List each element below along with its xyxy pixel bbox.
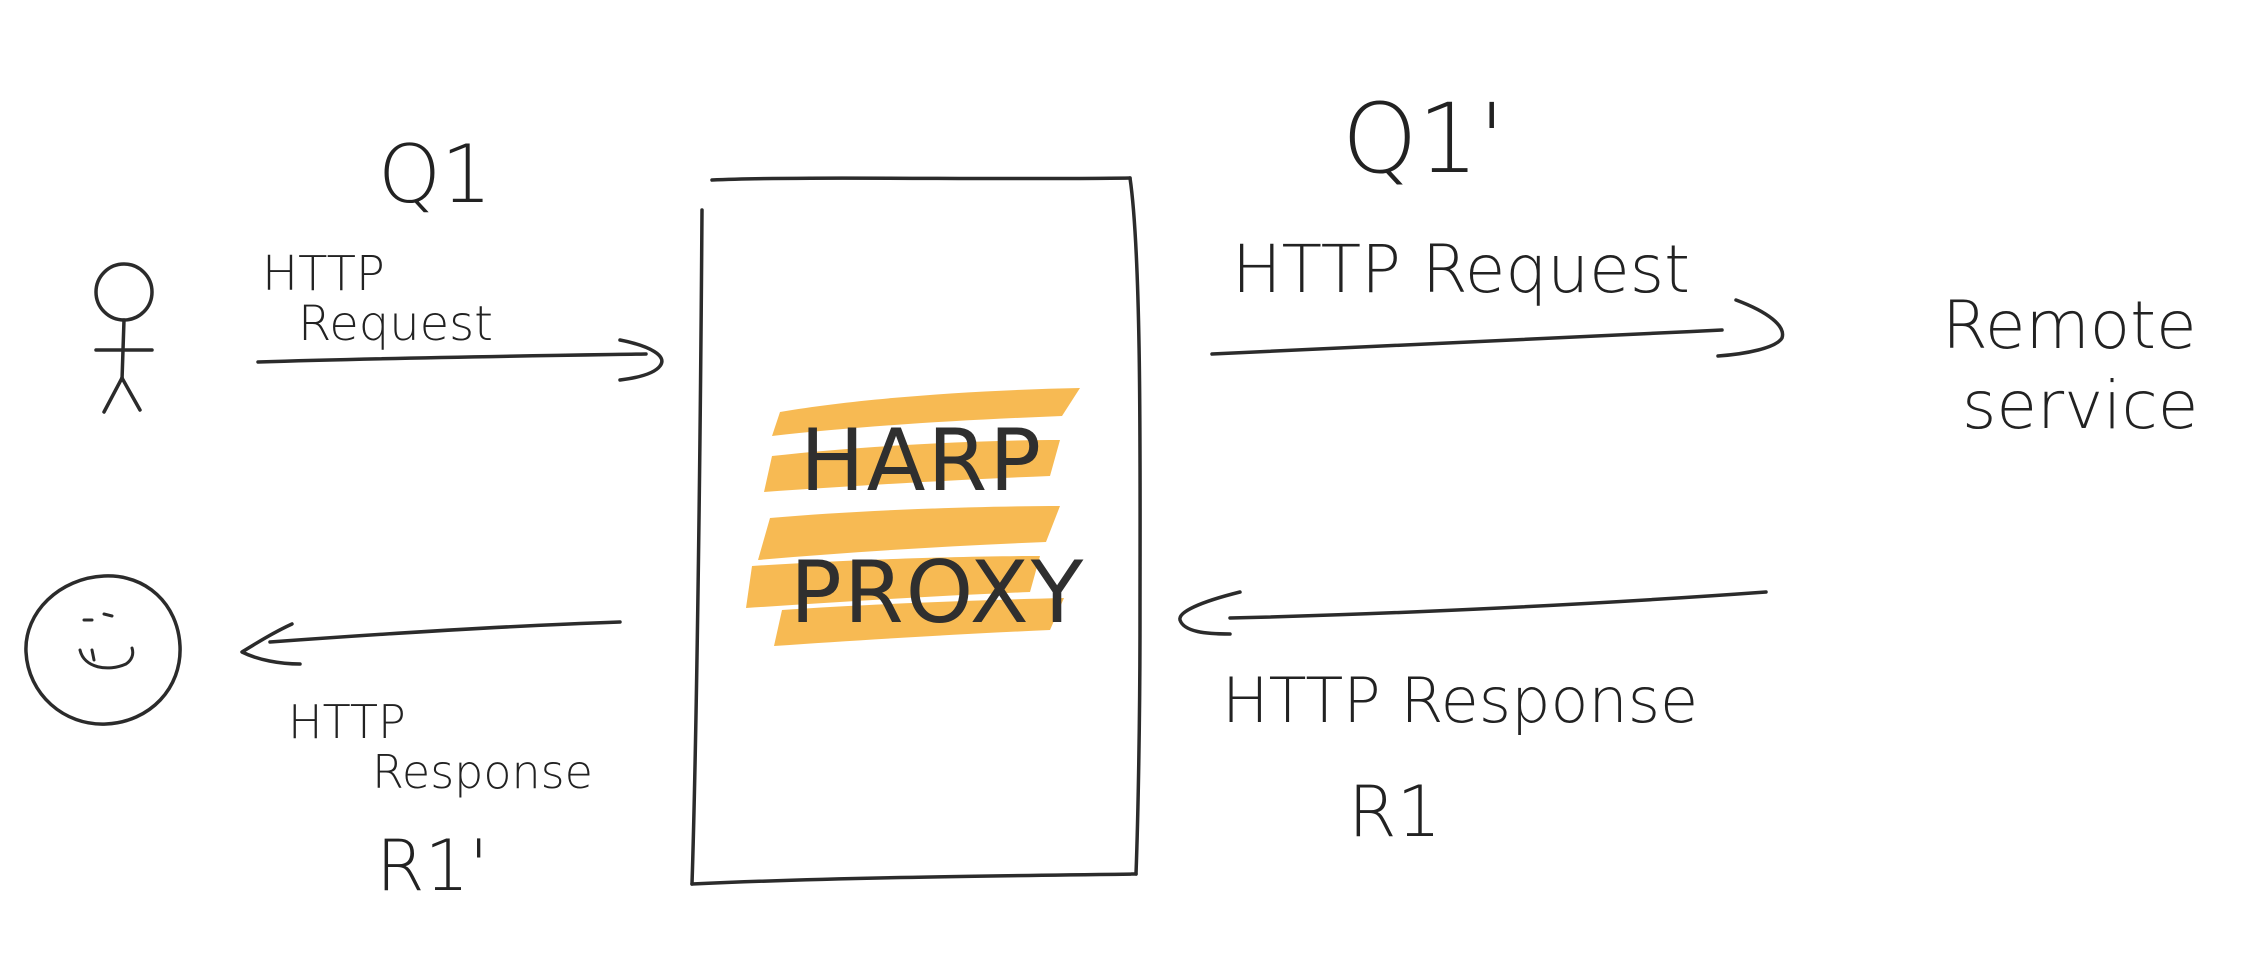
right-request-query: Q1' [1342, 83, 1505, 195]
left-request-label-line2: Request [298, 296, 493, 352]
left-response-label-line1: HTTP [288, 695, 406, 749]
right-response-label: HTTP Response [1222, 664, 1698, 737]
remote-service-line1: Remote [1942, 287, 2197, 364]
proxy-highlight [746, 388, 1080, 646]
left-request-arrow [256, 338, 664, 382]
proxy-label-line2: PROXY [790, 543, 1085, 643]
right-response-arrow [1178, 590, 1768, 636]
right-request-label: HTTP Request [1232, 231, 1690, 308]
left-response-id: R1' [376, 825, 488, 907]
left-response-arrow [240, 620, 622, 666]
smiley-face-icon [24, 574, 182, 726]
left-request-label-line1: HTTP [262, 246, 385, 302]
left-request-query: Q1 [378, 128, 492, 221]
stick-figure-icon [94, 262, 154, 414]
proxy-label-line1: HARP [800, 411, 1043, 511]
remote-service-line2: service [1962, 367, 2198, 444]
left-response-label-line2: Response [372, 745, 593, 799]
right-response-id: R1 [1348, 771, 1441, 853]
right-request-arrow [1210, 298, 1785, 358]
proxy-box [690, 176, 1142, 886]
